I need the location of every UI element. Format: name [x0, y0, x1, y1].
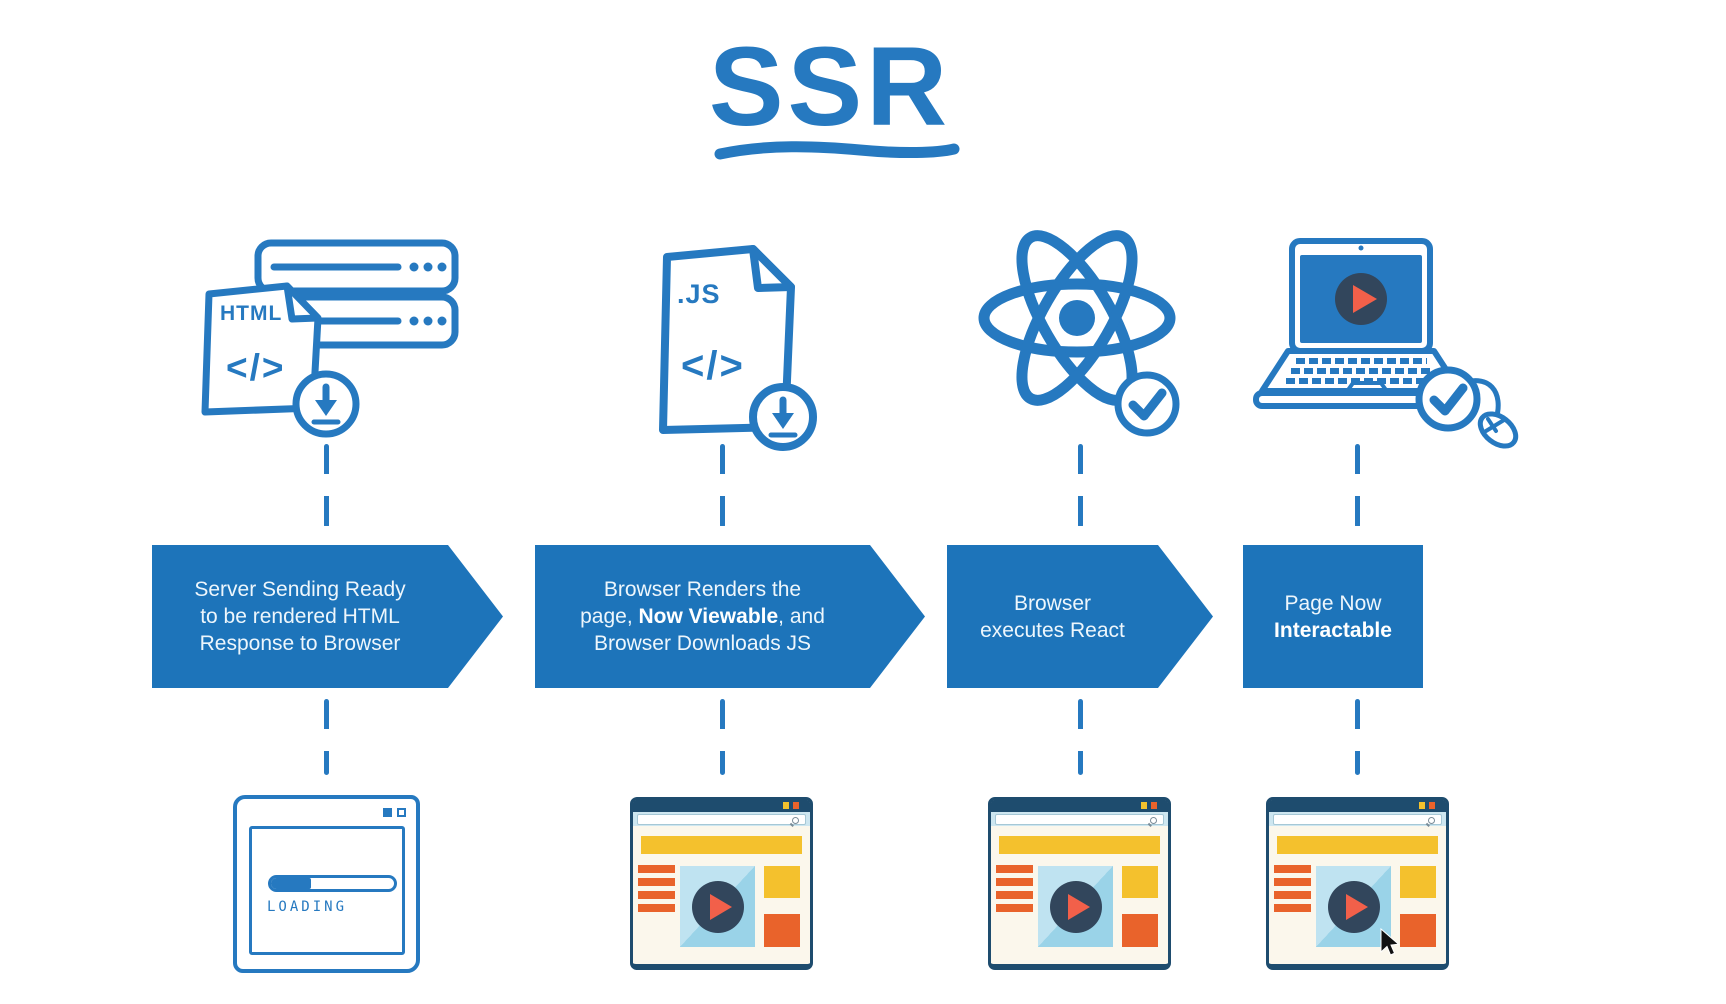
- progress-bar-fill: [271, 878, 311, 889]
- page-frame: LOADING: [249, 826, 405, 955]
- js-file-label: .JS: [677, 279, 721, 309]
- window-button-icon: [1419, 802, 1425, 809]
- play-triangle-icon: [1345, 893, 1368, 920]
- html-file-server-download-icon: HTML </>: [201, 239, 459, 438]
- window-button-icon: [1151, 802, 1157, 809]
- content-tile: [764, 914, 800, 947]
- code-glyph: </>: [681, 344, 745, 388]
- title-underline-swoosh: [714, 141, 960, 160]
- connector-dash: [1078, 699, 1083, 775]
- react-atom-nucleus: [1059, 300, 1095, 336]
- play-triangle-icon: [1353, 285, 1377, 313]
- connector-dash: [1355, 699, 1360, 775]
- text-line-bar: [638, 904, 675, 912]
- browser-url-bar: [991, 812, 1168, 826]
- text-line-bar: [1274, 865, 1311, 873]
- page-banner: [1277, 836, 1438, 854]
- connector-dash: [324, 699, 329, 775]
- loading-label: LOADING: [267, 899, 348, 915]
- browser-title-bar: [991, 800, 1168, 812]
- window-button-icon: [383, 808, 392, 817]
- connector-dash: [720, 444, 725, 528]
- rendered-browser-window: [1266, 797, 1449, 970]
- react-logo-check-icon: [978, 230, 1180, 437]
- text-line-bar: [996, 904, 1033, 912]
- window-button-icon: [397, 808, 406, 817]
- loading-browser-window: LOADING: [233, 795, 420, 973]
- connector-dash: [720, 699, 725, 775]
- text-line-bar: [996, 865, 1033, 873]
- text-line-bar: [1274, 904, 1311, 912]
- text-line-bar: [1274, 891, 1311, 899]
- window-button-icon: [1429, 802, 1435, 809]
- connector-dash: [324, 444, 329, 528]
- check-mark-icon: [1128, 388, 1167, 421]
- rendered-browser-window: [630, 797, 813, 970]
- laptop-play-check-mouse-icon: [1253, 238, 1519, 449]
- content-tile: [1122, 914, 1158, 947]
- text-line-bar: [1274, 878, 1311, 886]
- page-title: SSR: [708, 24, 952, 149]
- text-line-bar: [638, 878, 675, 886]
- webcam-dot-icon: [1358, 245, 1364, 251]
- search-icon: [792, 816, 799, 824]
- url-input: [637, 814, 806, 825]
- page-banner: [641, 836, 802, 854]
- check-badge-icon: [1114, 371, 1180, 437]
- check-badge-icon: [1415, 366, 1481, 432]
- mouse-pointer-icon: [1380, 928, 1400, 956]
- video-block: [1316, 866, 1391, 947]
- url-input: [995, 814, 1164, 825]
- keyboard-keys: [1286, 358, 1438, 384]
- text-line-bar: [638, 891, 675, 899]
- play-triangle-icon: [709, 893, 732, 920]
- browser-title-bar: [633, 800, 810, 812]
- search-icon: [1428, 816, 1435, 824]
- server-led-dots: [409, 262, 447, 326]
- content-tile: [1400, 914, 1436, 947]
- text-line-bar: [996, 878, 1033, 886]
- rendered-browser-window: [988, 797, 1171, 970]
- download-arrow-icon: [311, 383, 341, 425]
- js-document: [659, 245, 795, 434]
- window-button-icon: [1141, 802, 1147, 809]
- download-arrow-icon: [768, 396, 798, 438]
- play-triangle-icon: [1067, 893, 1090, 920]
- mouse-icon: [1477, 411, 1519, 449]
- check-mark-icon: [1429, 383, 1468, 416]
- window-button-icon: [783, 802, 789, 809]
- text-line-bar: [638, 865, 675, 873]
- progress-bar: [268, 875, 397, 892]
- page-banner: [999, 836, 1160, 854]
- browser-title-bar: [1269, 800, 1446, 812]
- content-tile: [764, 866, 800, 898]
- js-file-download-icon: .JS </>: [659, 245, 817, 451]
- code-glyph: </>: [226, 347, 286, 388]
- connector-dash: [1078, 444, 1083, 528]
- content-tile: [1122, 866, 1158, 898]
- touchpad: [1344, 381, 1390, 392]
- browser-url-bar: [1269, 812, 1446, 826]
- html-file-label: HTML: [220, 302, 282, 325]
- url-input: [1273, 814, 1442, 825]
- window-button-icon: [793, 802, 799, 809]
- content-tile: [1400, 866, 1436, 898]
- search-icon: [1150, 816, 1157, 824]
- video-block: [1038, 866, 1113, 947]
- connector-dash: [1355, 444, 1360, 528]
- video-block: [680, 866, 755, 947]
- text-line-bar: [996, 891, 1033, 899]
- browser-url-bar: [633, 812, 810, 826]
